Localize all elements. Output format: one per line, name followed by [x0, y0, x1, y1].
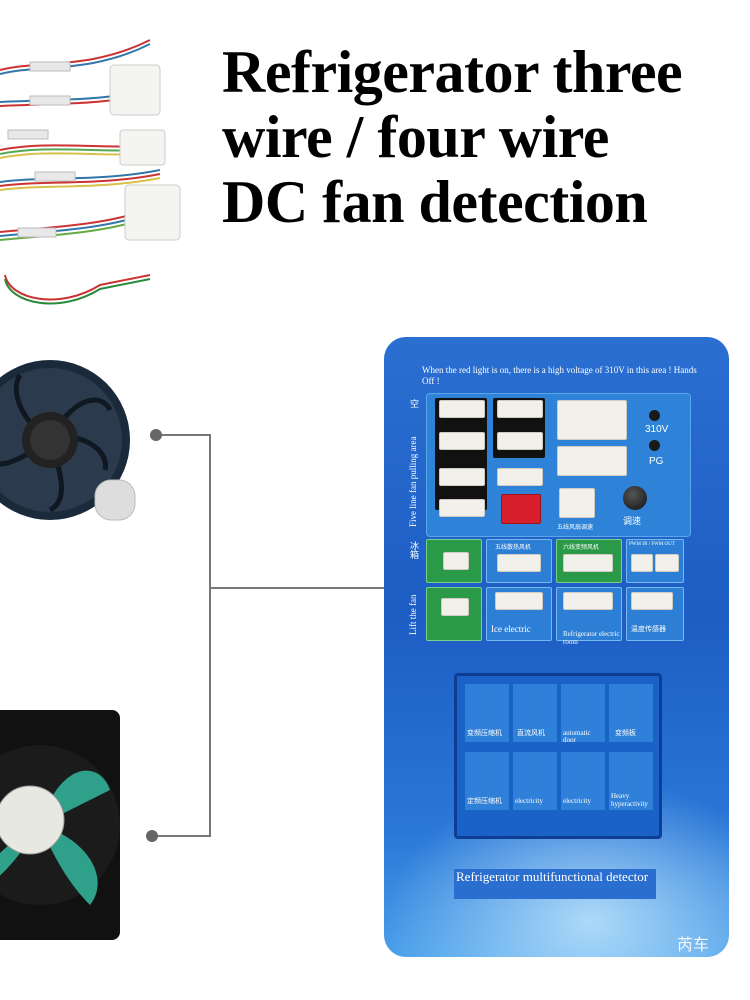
screen-tile[interactable]: 直流风机 [513, 684, 557, 742]
screen-tile[interactable]: 变频板 [609, 684, 653, 742]
fan-port-cell[interactable]: Ice electric [486, 587, 552, 641]
connector-port[interactable] [631, 592, 673, 610]
cell-label: 温度传感器 [631, 625, 666, 633]
tile-label: 直流风机 [517, 729, 545, 737]
tile-label: 变频板 [615, 729, 636, 737]
screen-tile[interactable]: 变频压缩机 [465, 684, 509, 742]
side-label-lift-fan: Lift the fan [408, 594, 418, 635]
fan-port-cell[interactable]: 温度传感器 [626, 587, 684, 641]
connector-port[interactable] [441, 598, 469, 616]
connector-port[interactable] [439, 499, 485, 517]
headline-line-3: DC fan detection [222, 169, 648, 235]
connector-port[interactable] [563, 554, 613, 572]
red-led-indicator [649, 410, 660, 421]
voltage-label: 310V [645, 424, 669, 435]
connector-port[interactable] [495, 592, 543, 610]
sub-label-left: 五线风扇调速 [557, 525, 594, 531]
watermark: 芮车 [676, 935, 709, 954]
display-screen: 变频压缩机 直流风机 automatic door 变频板 定频压缩机 elec… [454, 673, 662, 839]
side-label-fan-pulling: Five line fan pulling area [408, 436, 418, 527]
fan-port-cell[interactable]: 六线变频风机 [556, 539, 622, 583]
screen-tile[interactable]: Heavy hyperactivity [609, 752, 653, 810]
fan-port-cell[interactable]: 五线散热风机 [486, 539, 552, 583]
screen-tile[interactable]: electricity [513, 752, 557, 810]
connector-port[interactable] [497, 554, 541, 572]
tile-label: automatic door [563, 729, 591, 744]
fan-port-cell[interactable] [426, 587, 482, 641]
headline: Refrigerator three wire / four wire DC f… [222, 40, 747, 235]
tile-label: Heavy hyperactivity [611, 792, 648, 808]
detector-panel: When the red light is on, there is a hig… [384, 337, 729, 957]
connector-port-large[interactable] [557, 446, 627, 476]
red-connector-port[interactable] [501, 494, 541, 524]
connector-port[interactable] [497, 468, 543, 486]
connector-port[interactable] [559, 488, 595, 518]
connector-port-large[interactable] [557, 400, 627, 440]
screen-tile[interactable]: 定频压缩机 [465, 752, 509, 810]
tile-label: 定频压缩机 [467, 797, 502, 805]
tile-label: electricity [515, 797, 543, 805]
cell-label: 五线散热风机 [495, 545, 532, 551]
fan-port-cell[interactable] [426, 539, 482, 583]
side-label-cn-mid: 冰箱 [409, 541, 419, 559]
screen-tile[interactable]: automatic door [561, 684, 605, 744]
connector-port[interactable] [655, 554, 679, 572]
connector-port[interactable] [563, 592, 613, 610]
fan-port-cell[interactable]: Refrigerator electric room [556, 587, 622, 646]
axial-fan-image [0, 710, 120, 940]
headline-line-1: Refrigerator three [222, 39, 683, 105]
connector-port[interactable] [443, 552, 469, 570]
speed-label: 调速 [623, 516, 642, 526]
speed-knob[interactable] [623, 486, 647, 510]
connector-port[interactable] [439, 432, 485, 450]
cell-label: Refrigerator electric room [563, 630, 620, 646]
radial-fan-image [0, 360, 136, 521]
tile-label: 变频压缩机 [467, 729, 502, 737]
wire-harness-image [0, 39, 181, 305]
headline-line-2: wire / four wire [222, 104, 609, 170]
connector-port[interactable] [497, 432, 543, 450]
detector-label: Refrigerator multifunctional detector [454, 869, 656, 899]
connector-port[interactable] [497, 400, 543, 418]
cell-label: PWM IN / FWM OUT [629, 542, 675, 547]
fan-port-cell[interactable]: PWM IN / FWM OUT [626, 539, 684, 583]
connector-port[interactable] [631, 554, 653, 572]
pg-led-indicator [649, 440, 660, 451]
connector-port[interactable] [439, 468, 485, 486]
side-label-cn-top: 空 [409, 399, 419, 408]
high-voltage-warning: When the red light is on, there is a hig… [422, 365, 697, 386]
screen-tile[interactable]: electricity [561, 752, 605, 810]
tile-label: electricity [563, 797, 591, 805]
connector-area: 310V PG 调速 五线风扇调速 [426, 393, 691, 537]
cell-label: 六线变频风机 [563, 545, 600, 551]
cell-label: Ice electric [491, 624, 531, 634]
connector-port[interactable] [439, 400, 485, 418]
pg-label: PG [649, 456, 664, 467]
